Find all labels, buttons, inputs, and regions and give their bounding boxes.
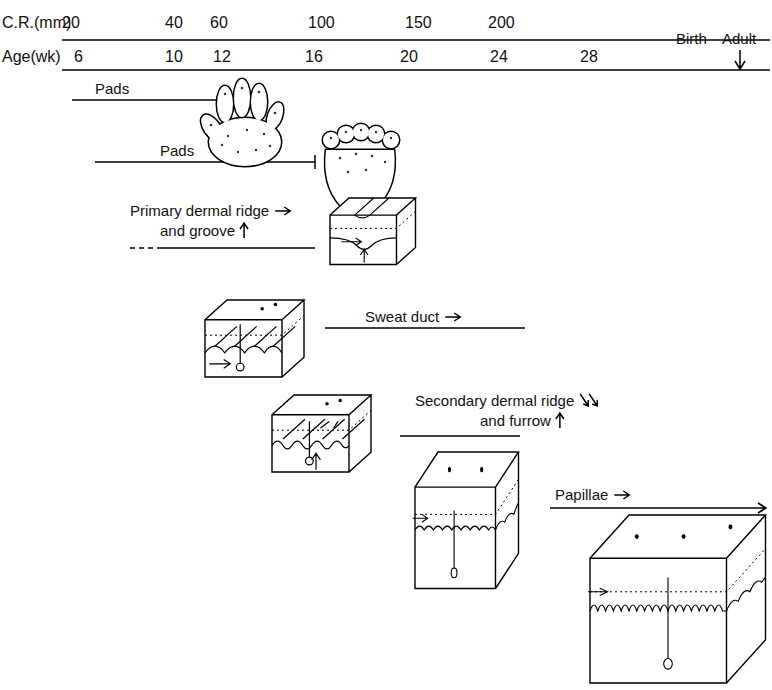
- stage-label: Papillae: [555, 486, 608, 504]
- stage-label: and furrow: [480, 412, 551, 430]
- milestone-label: Adult: [722, 30, 756, 48]
- stage-label: and groove: [160, 222, 235, 240]
- direction-arrow: [589, 394, 597, 406]
- tick-label: 12: [213, 48, 231, 66]
- timeline-axes: [62, 40, 770, 513]
- direction-arrow: [614, 491, 629, 499]
- tick-label: 150: [405, 14, 432, 32]
- stage-label: Sweat duct: [365, 308, 439, 326]
- stage-label: Pads: [160, 142, 194, 160]
- direction-arrow: [240, 223, 248, 238]
- tick-label: 28: [580, 48, 598, 66]
- foot-drawing: [323, 124, 399, 210]
- tick-label: 100: [308, 14, 335, 32]
- tick-label: 60: [210, 14, 228, 32]
- stage-label: Primary dermal ridge: [130, 202, 269, 220]
- tick-label: 20: [400, 48, 418, 66]
- skin-block: [272, 395, 371, 472]
- tick-label: 20: [62, 14, 80, 32]
- stage-label: Pads: [95, 80, 129, 98]
- stage-label: Secondary dermal ridge: [415, 392, 574, 410]
- axis-title: C.R.(mm): [2, 14, 71, 32]
- skin-block: [330, 198, 416, 265]
- hand-drawing: [197, 79, 287, 166]
- direction-arrow: [556, 413, 564, 428]
- skin-block: [205, 300, 304, 377]
- milestone-label: Birth: [676, 30, 707, 48]
- tick-label: 6: [74, 48, 83, 66]
- axis-title: Age(wk): [2, 48, 61, 66]
- tick-label: 40: [165, 14, 183, 32]
- direction-arrow: [580, 394, 588, 406]
- direction-arrow: [445, 313, 460, 321]
- tick-label: 200: [488, 14, 515, 32]
- tick-label: 24: [490, 48, 508, 66]
- skin-block: [413, 452, 519, 589]
- skin-block: [588, 515, 765, 683]
- direction-arrow: [275, 207, 290, 215]
- tick-label: 10: [165, 48, 183, 66]
- tick-label: 16: [305, 48, 323, 66]
